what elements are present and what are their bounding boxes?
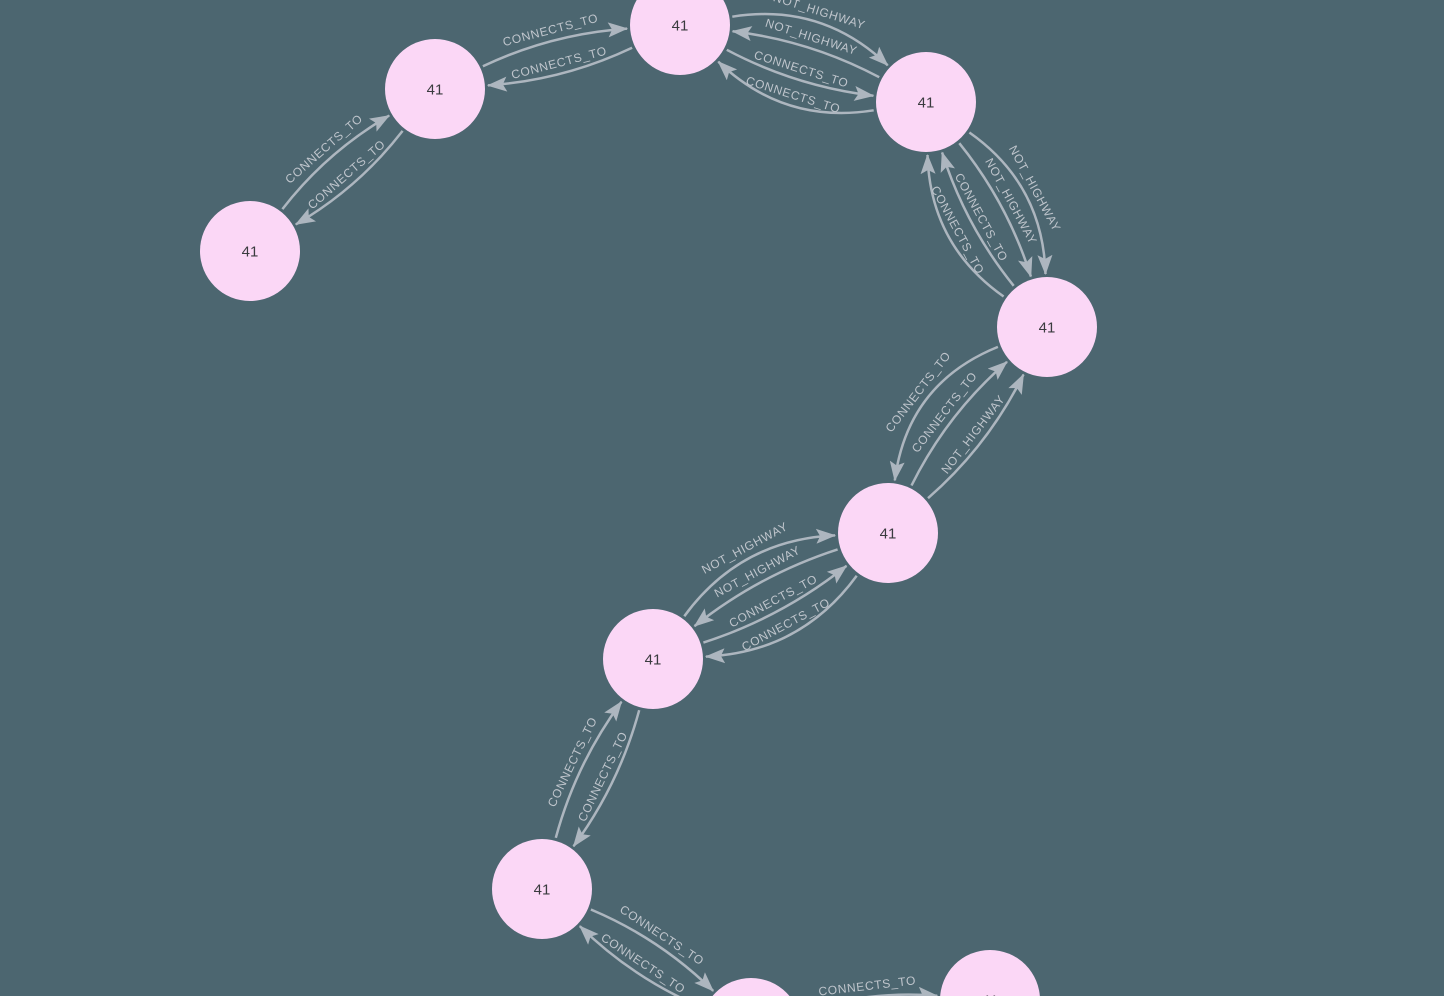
graph-edge[interactable]: CONNECTS_TO	[486, 44, 633, 92]
graph-edge[interactable]: CONNECTS_TO	[578, 925, 702, 996]
graph-node[interactable]: 41	[200, 201, 300, 301]
graph-edge[interactable]: CONNECTS_TO	[801, 973, 939, 996]
relationship-line[interactable]	[482, 22, 629, 68]
graph-node[interactable]: 41	[838, 483, 938, 583]
graph-edge[interactable]: CONNECTS_TO	[294, 130, 404, 226]
relationship-line[interactable]	[281, 114, 391, 210]
node-circle[interactable]	[940, 950, 1040, 996]
node-circle[interactable]	[385, 39, 485, 139]
relationship-line[interactable]	[968, 131, 1053, 275]
relationship-type-label: CONNECTS_TO	[501, 11, 600, 49]
node-circle[interactable]	[997, 277, 1097, 377]
relationship-line[interactable]	[590, 908, 715, 992]
relationship-line[interactable]	[704, 575, 858, 664]
relationship-line[interactable]	[732, 12, 889, 67]
node-circle[interactable]	[630, 0, 730, 75]
relationship-line[interactable]	[486, 46, 633, 92]
relationship-line[interactable]	[294, 130, 404, 226]
node-caption: 41	[1039, 319, 1056, 336]
relationship-line[interactable]	[683, 528, 837, 617]
graph-node[interactable]: 41	[876, 52, 976, 152]
relationship-line[interactable]	[801, 986, 939, 996]
node-caption: 41	[427, 81, 444, 98]
relationship-line[interactable]	[578, 925, 702, 996]
graph-node[interactable]: 41	[630, 0, 730, 75]
node-caption: 41	[672, 17, 689, 34]
relationship-line[interactable]	[910, 360, 1008, 487]
node-caption: 41	[645, 651, 662, 668]
relationship-line[interactable]	[726, 48, 875, 101]
node-circle[interactable]	[876, 52, 976, 152]
node-circle[interactable]	[492, 839, 592, 939]
node-circle[interactable]	[603, 609, 703, 709]
relationship-type-label: CONNECTS_TO	[818, 973, 917, 996]
edge-layer: CONNECTS_TOCONNECTS_TOCONNECTS_TOCONNECT…	[281, 0, 1064, 996]
relationship-line[interactable]	[572, 709, 641, 848]
graph-node[interactable]: 41	[940, 950, 1040, 996]
relationship-line[interactable]	[889, 345, 999, 482]
graph-node[interactable]: 41	[701, 978, 801, 996]
node-caption: 41	[918, 94, 935, 111]
node-caption: 41	[242, 243, 259, 260]
relationship-line[interactable]	[717, 60, 874, 115]
graph-node[interactable]: 41	[997, 277, 1097, 377]
graph-node[interactable]: 41	[492, 839, 592, 939]
node-layer: 41 41 41 41 41 41 41 41 41 41	[200, 0, 1097, 996]
relationship-line[interactable]	[927, 373, 1025, 500]
node-circle[interactable]	[200, 201, 300, 301]
node-caption: 41	[534, 881, 551, 898]
relationship-line[interactable]	[703, 564, 848, 644]
relationship-line[interactable]	[693, 548, 838, 628]
relationship-line[interactable]	[920, 154, 1005, 298]
node-caption: 41	[982, 992, 999, 996]
graph-node[interactable]: 41	[603, 609, 703, 709]
node-circle[interactable]	[838, 483, 938, 583]
relationship-line[interactable]	[958, 142, 1033, 278]
node-circle[interactable]	[701, 978, 801, 996]
node-caption: 41	[880, 525, 897, 542]
relationship-line[interactable]	[940, 151, 1015, 287]
relationship-line[interactable]	[554, 700, 623, 839]
relationship-line[interactable]	[731, 26, 880, 79]
graph-node[interactable]: 41	[385, 39, 485, 139]
